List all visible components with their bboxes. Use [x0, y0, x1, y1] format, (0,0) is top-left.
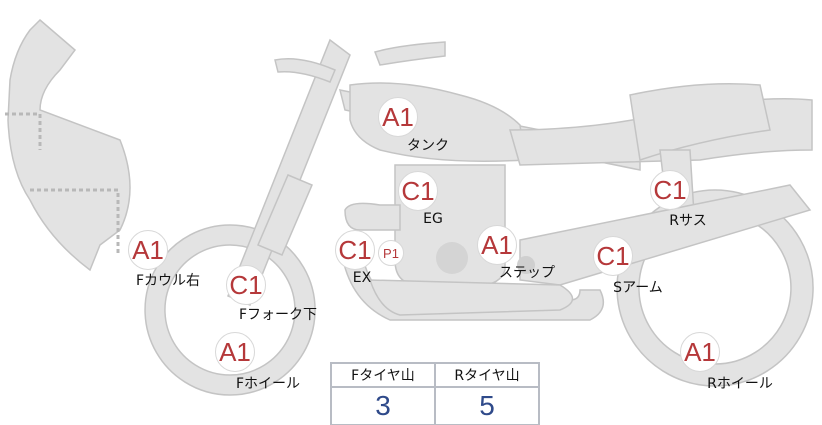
- grade-marker-step[interactable]: A1: [477, 225, 517, 265]
- label-tank: タンク: [407, 138, 449, 154]
- grade-marker-rwheel[interactable]: A1: [680, 332, 720, 372]
- grade-marker-ex[interactable]: C1: [335, 230, 375, 270]
- grade-marker-fwheel[interactable]: A1: [215, 332, 255, 372]
- grade-marker-rsus[interactable]: C1: [650, 170, 690, 210]
- label-sarm: Sアーム: [613, 280, 663, 296]
- tire-tread-table: Fタイヤ山 Rタイヤ山 3 5: [330, 362, 540, 425]
- label-step: ステップ: [499, 265, 555, 281]
- rear-tire-header: Rタイヤ山: [434, 362, 540, 388]
- label-eg: EG: [423, 211, 443, 227]
- grade-marker-ffork[interactable]: C1: [226, 265, 266, 305]
- label-ffork: Fフォーク下: [238, 307, 318, 323]
- front-fork: [227, 38, 351, 306]
- label-rsus: Rサス: [669, 213, 707, 229]
- front-tire-value: 3: [330, 386, 436, 425]
- grade-marker-fcowl[interactable]: A1: [128, 230, 168, 270]
- grade-marker-sarm[interactable]: C1: [593, 236, 633, 276]
- label-fwheel: Fホイール: [235, 376, 301, 392]
- fairing: [7, 18, 131, 272]
- grade-marker-ex-p1[interactable]: P1: [378, 240, 404, 266]
- swing-arm: [519, 184, 812, 286]
- label-fcowl: Fカウル右: [135, 273, 201, 289]
- label-ex: EX: [352, 270, 372, 286]
- label-rwheel: Rホイール: [707, 376, 773, 392]
- grade-marker-tank[interactable]: A1: [378, 97, 418, 137]
- grade-marker-eg[interactable]: C1: [398, 171, 438, 211]
- front-tire-header: Fタイヤ山: [330, 362, 436, 388]
- rear-tire-value: 5: [434, 386, 540, 425]
